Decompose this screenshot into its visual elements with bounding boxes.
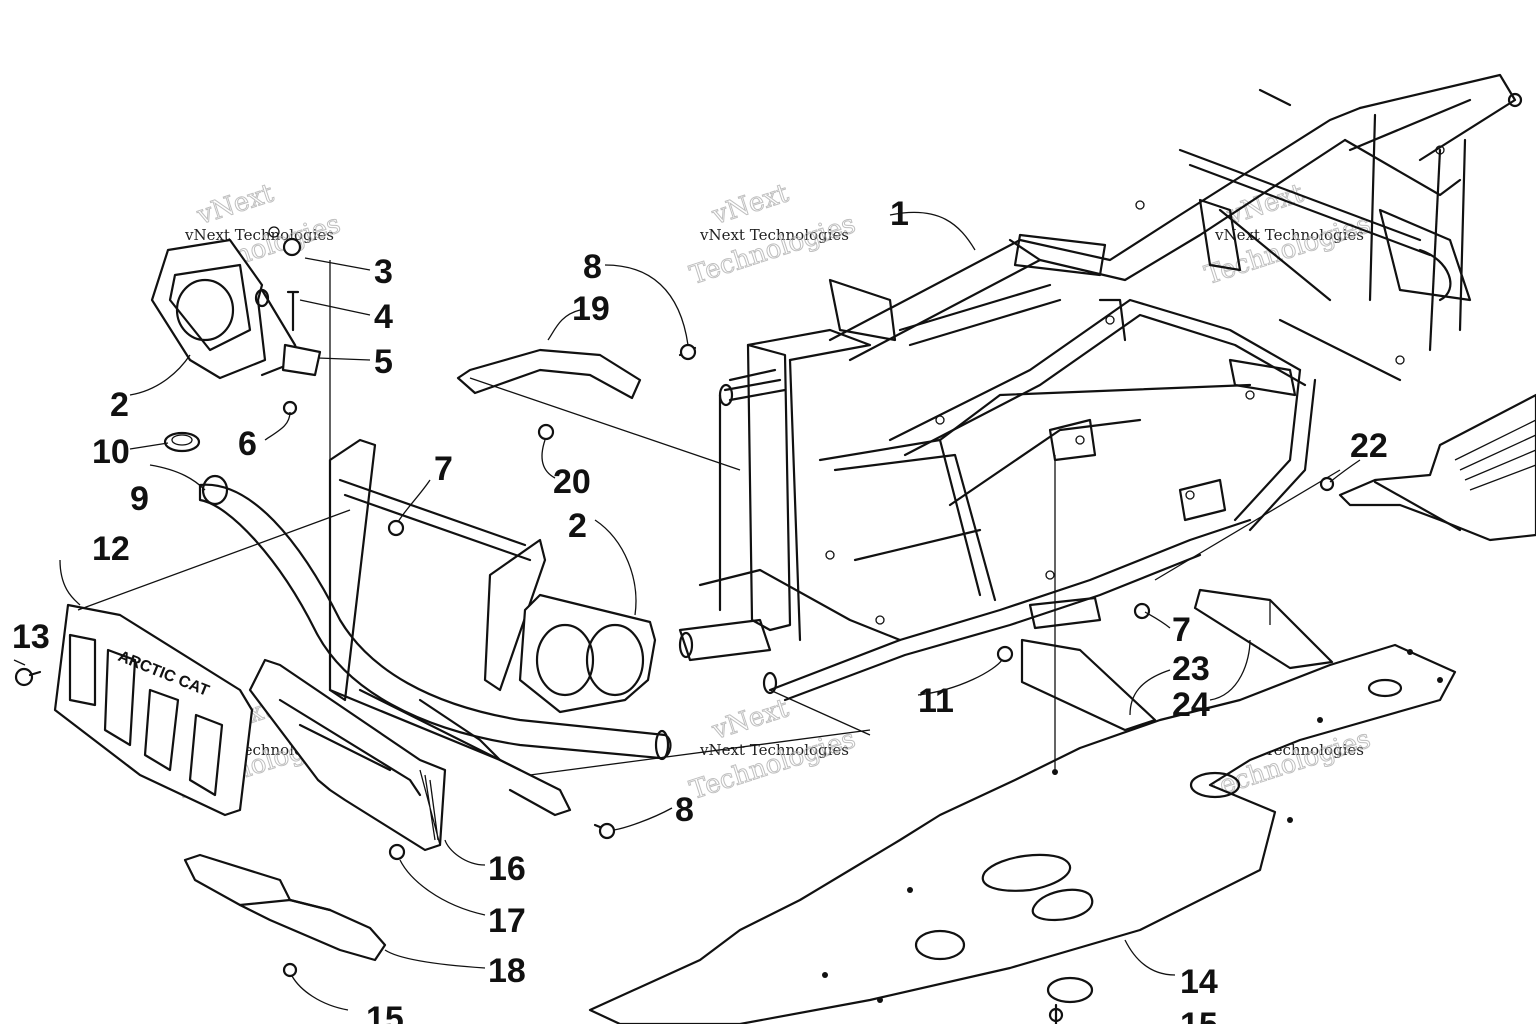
callout-12: 12 [92,530,130,568]
skid-plate [588,643,1457,1024]
svg-text:vNext Technologies: vNext Technologies [699,741,849,759]
callout-6: 6 [238,425,257,463]
bracket-5 [281,343,322,377]
svg-text:vNext Technologies: vNext Technologies [1214,226,1364,244]
pad-24 [1193,588,1334,670]
nut-3 [268,226,302,257]
callout-20: 20 [553,463,591,501]
callout-15a: 15 [366,1000,404,1024]
svg-text:Technologies: Technologies [1201,209,1374,291]
callout-16: 16 [488,850,526,888]
front-bumper [198,438,672,817]
watermark-3: vNext vNext Technologies Technologies [1201,178,1375,292]
bolt-20 [537,423,555,441]
callout-7b: 7 [1172,611,1191,649]
svg-text:vNext: vNext [708,693,793,746]
callout-23: 23 [1172,650,1210,688]
front-grille-panel: ARCTIC CAT [53,603,254,817]
callout-8a: 8 [583,248,602,286]
watermark-5: vNext vNext Technologies Technologies [686,693,860,807]
callout-15b: 15 [1180,1006,1218,1024]
callout-18: 18 [488,952,526,990]
bolt-8a [678,343,697,361]
svg-text:Technologies: Technologies [686,724,859,806]
callout-4: 4 [374,298,393,336]
brush-guard [248,658,447,852]
headlight-left [150,238,302,380]
callout-22: 22 [1350,427,1388,465]
screw-15b [1048,1003,1064,1024]
nut-7b [1133,602,1151,620]
callout-9: 9 [130,480,149,518]
bolt-4 [286,290,300,332]
svg-text:vNext: vNext [708,178,793,231]
callout-14: 14 [1180,963,1218,1001]
callout-5: 5 [374,343,393,381]
leader-lines [13,211,1361,1011]
callout-2b: 2 [568,507,587,545]
svg-text:vNext Technologies: vNext Technologies [699,226,849,244]
svg-text:vNext: vNext [193,178,278,231]
bumper-plate [183,853,387,962]
headlight-right [518,593,657,714]
callout-13: 13 [12,618,50,656]
main-frame [678,73,1523,702]
svg-text:Technologies: Technologies [686,209,859,291]
bolt-11 [996,645,1014,663]
callout-3: 3 [374,253,393,291]
callouts: 1 2 2 3 4 5 6 7 7 8 8 9 10 11 12 13 14 1… [12,195,1388,1024]
screw-17 [388,843,406,861]
bracket-19 [456,348,642,400]
nut-7a [387,519,405,537]
cap-10 [163,431,201,453]
bolt-13 [14,667,42,687]
callout-7a: 7 [434,450,453,488]
callout-24: 24 [1172,686,1210,724]
callout-1: 1 [890,195,909,233]
callout-11: 11 [918,682,954,720]
callout-8b: 8 [675,791,694,829]
watermark-2: vNext vNext Technologies Technologies [686,178,860,292]
callout-17: 17 [488,902,526,940]
screw-15a [282,962,298,978]
callout-19: 19 [572,290,610,328]
footrest [1338,393,1536,542]
callout-10: 10 [92,433,130,471]
callout-2a: 2 [110,386,129,424]
bolt-8b [593,822,616,840]
pad-23 [1020,638,1157,732]
